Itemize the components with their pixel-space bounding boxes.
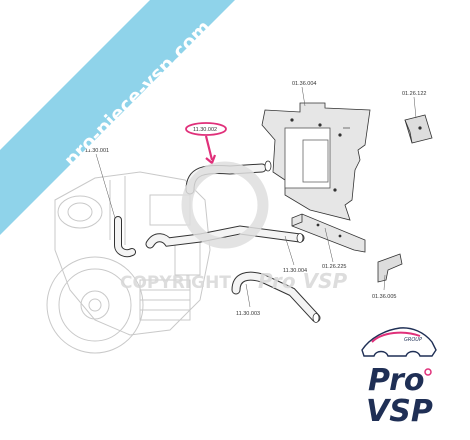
angle-bracket bbox=[377, 253, 403, 283]
part-label[interactable]: 11.30.002 bbox=[193, 127, 217, 133]
part-label[interactable]: 01.26.122 bbox=[402, 91, 426, 97]
logo-tag: GROUP bbox=[404, 337, 422, 343]
part-label[interactable]: 01.36.005 bbox=[372, 294, 396, 300]
part-label[interactable]: 11.30.004 bbox=[283, 268, 307, 274]
watermark-brand: Pro VSP bbox=[258, 269, 347, 293]
banner-band bbox=[0, 0, 235, 235]
brand-logo: GROUP Pro VSP bbox=[361, 327, 437, 429]
watermark: COPYRIGHT Pro VSP bbox=[120, 161, 347, 293]
part-label[interactable]: 01.26.225 bbox=[322, 264, 346, 270]
hose-left bbox=[114, 216, 136, 258]
hose-middle bbox=[145, 225, 305, 249]
car-silhouette-icon bbox=[361, 327, 437, 357]
leader-lines bbox=[95, 86, 417, 308]
logo-accent-icon bbox=[424, 368, 432, 376]
heat-shield-plate bbox=[261, 102, 371, 221]
watermark-copyright: COPYRIGHT bbox=[120, 273, 231, 293]
part-label[interactable]: 11.30.003 bbox=[236, 311, 260, 317]
part-label[interactable]: 11.30.001 bbox=[85, 148, 109, 154]
logo-line2: VSP bbox=[366, 394, 433, 429]
part-label[interactable]: 01.36.004 bbox=[292, 81, 316, 87]
highlight-marker bbox=[185, 122, 227, 165]
logo-line1: Pro bbox=[368, 363, 424, 398]
site-banner[interactable]: pro-piece-vsp.com bbox=[0, 0, 235, 235]
hose-lower bbox=[231, 271, 321, 323]
small-bracket bbox=[404, 114, 433, 144]
mounting-rail bbox=[291, 213, 366, 253]
